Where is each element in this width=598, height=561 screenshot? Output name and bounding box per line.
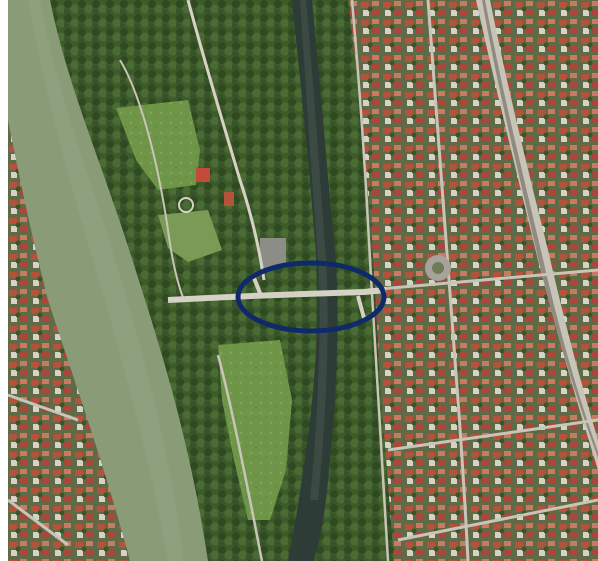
right-bank-greenbelt: [312, 0, 394, 561]
island-path-south: [216, 354, 264, 561]
wide-river-sheen: [28, 0, 184, 561]
footbridge-ramp-south: [356, 295, 366, 319]
narrow-channel-sheen: [300, 0, 328, 500]
cross-street-1: [367, 268, 598, 292]
footbridge: [167, 287, 387, 303]
island-path-west: [119, 59, 185, 301]
island-sports-court: [196, 168, 210, 182]
town-street-north-south: [426, 0, 470, 561]
left-bank-street-2: [8, 498, 69, 547]
bridge-highlight-ellipse: [235, 260, 387, 334]
main-road-median: [482, 0, 598, 458]
aerial-map-canvas: [8, 0, 598, 561]
left-bank-street: [8, 393, 79, 422]
island-roundabout-path: [178, 197, 194, 213]
riverside-path: [350, 0, 390, 561]
island-path-north: [186, 0, 266, 281]
footbridge-ramp-north: [252, 277, 264, 299]
cross-street-3: [397, 498, 598, 542]
aerial-map: [8, 0, 598, 561]
narrow-channel: [288, 0, 338, 561]
island-clearing: [158, 210, 222, 262]
island-lawn-lower: [218, 340, 292, 520]
cross-street-2: [387, 418, 598, 452]
plaza-center: [432, 262, 444, 274]
island-parking-lot: [260, 238, 286, 268]
island-lawn-upper: [116, 100, 200, 190]
island-building: [224, 192, 234, 206]
